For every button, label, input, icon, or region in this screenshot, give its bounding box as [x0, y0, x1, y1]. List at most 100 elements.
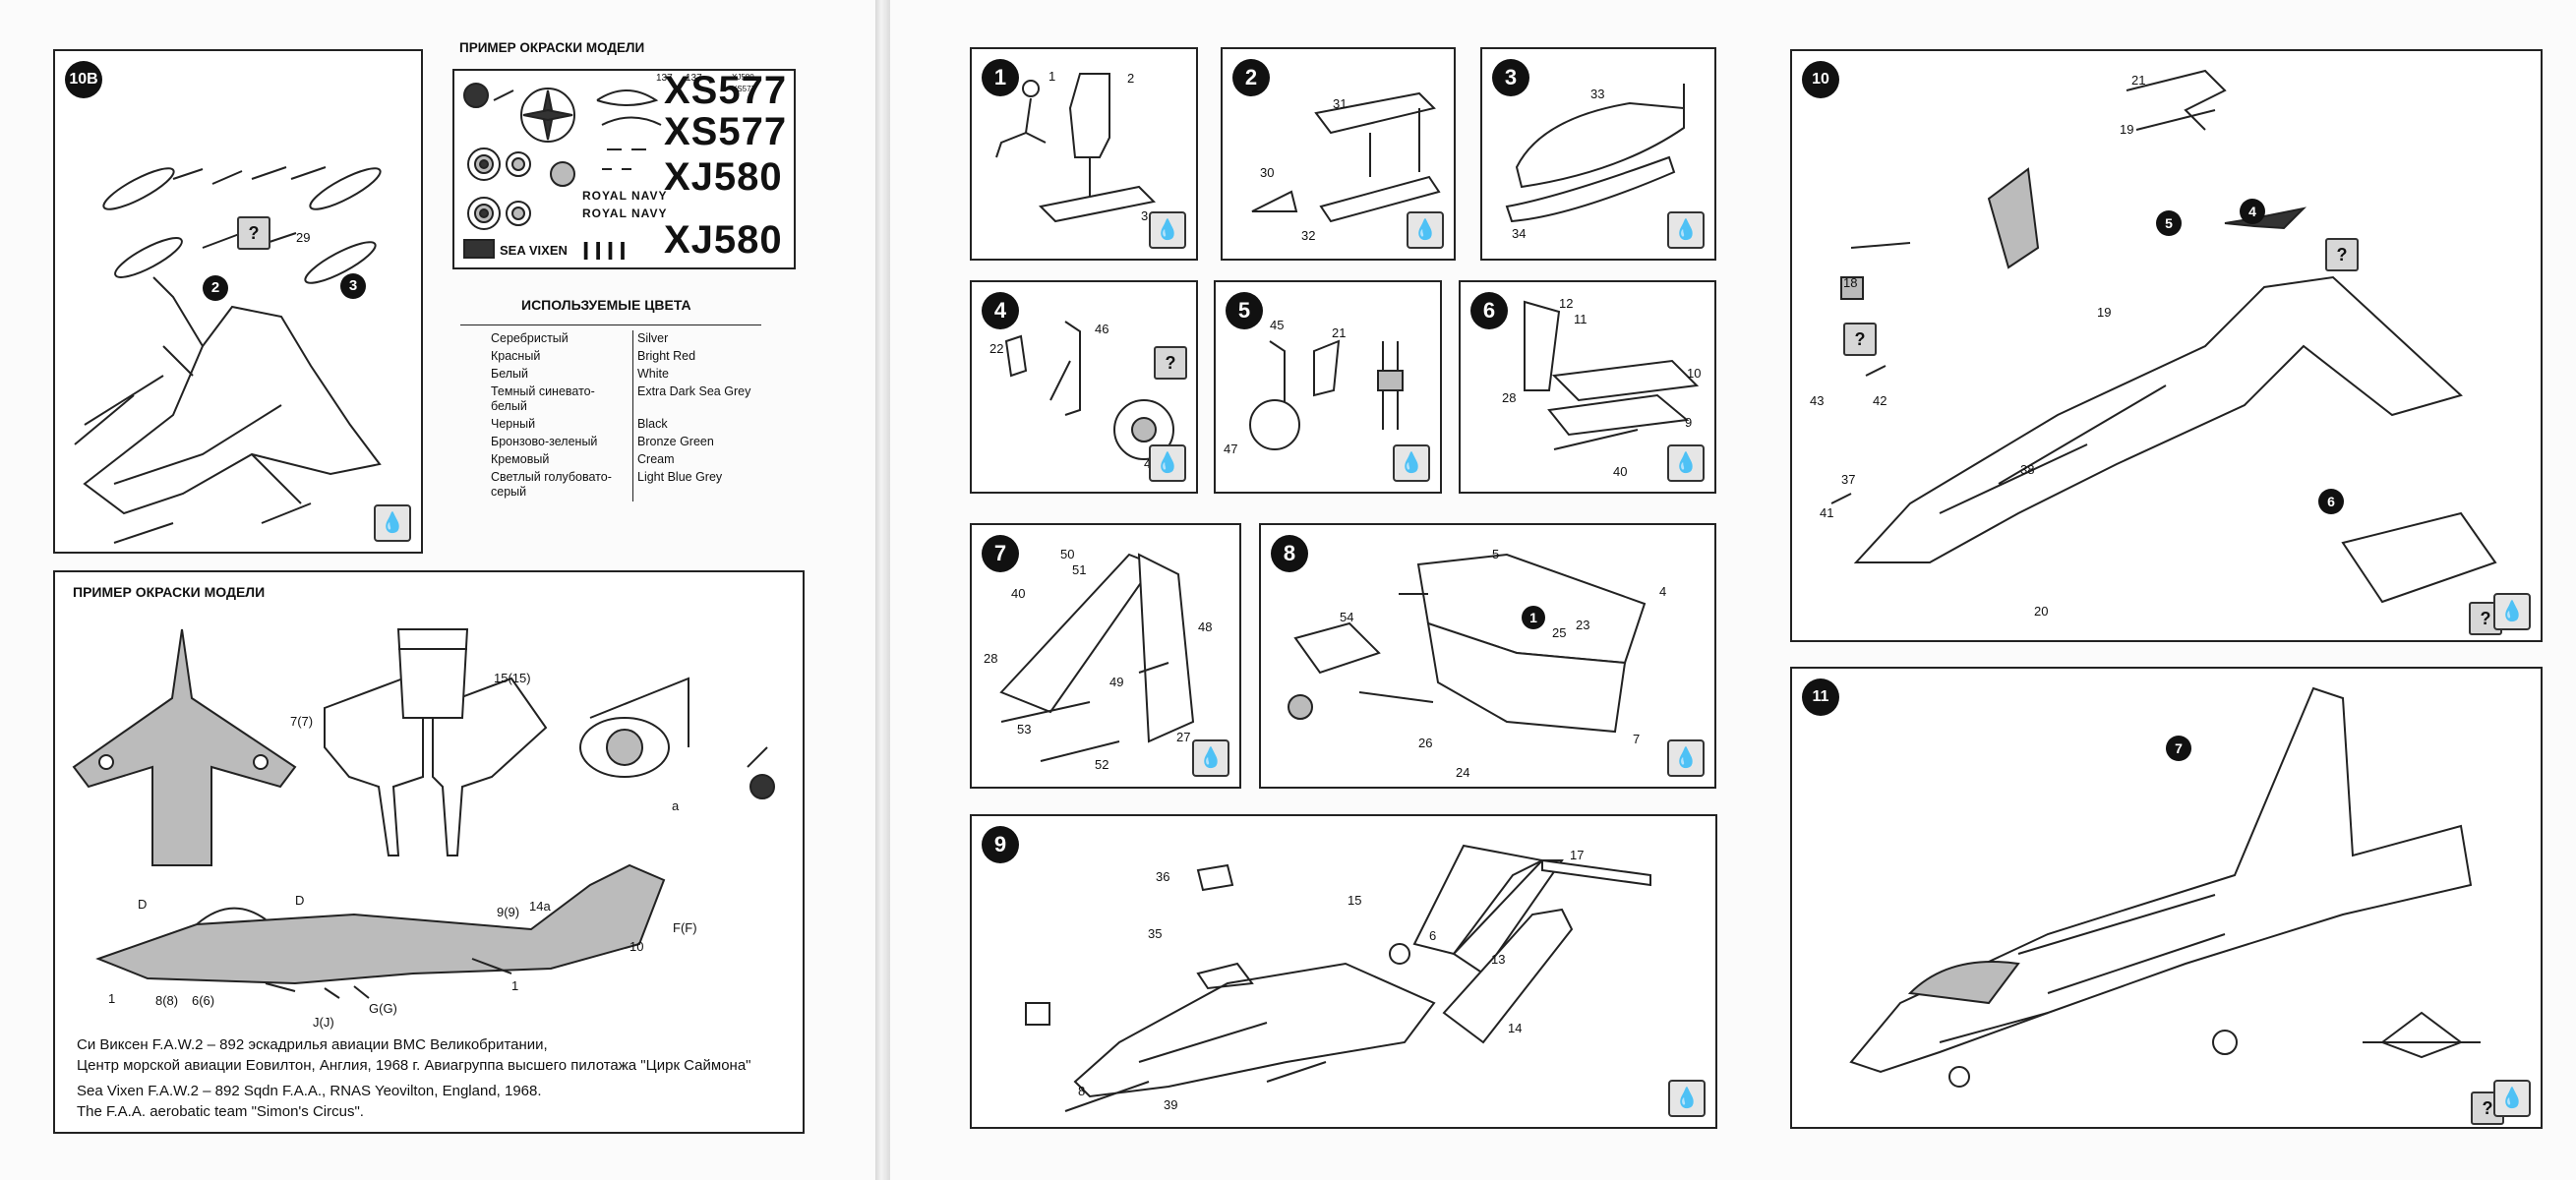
- step-10-panel: 10 21 19 5 4 18 19 43 42 37 38 41 6 20 ?…: [1790, 49, 2543, 642]
- step-5-panel: 5 45 21 47 💧: [1214, 280, 1442, 494]
- part-number: 4: [1659, 584, 1667, 599]
- callout: F(F): [673, 920, 697, 935]
- callout: D: [295, 893, 305, 908]
- step-11-panel: 11 7 ? 💧: [1790, 667, 2543, 1129]
- part-number: 21: [1332, 325, 1347, 340]
- part-number: 38: [2020, 462, 2035, 477]
- fuselage-halves-drawing: [1288, 553, 1647, 734]
- step-10b-drawing: [74, 166, 382, 544]
- question-mark-icon: ?: [237, 216, 270, 250]
- decal-bars: I I I I: [582, 236, 627, 266]
- decal-registration: XJ580: [664, 155, 783, 199]
- step-10b-panel: 10В ? 29 2 3 💧: [53, 49, 423, 554]
- paint-drop-icon: 💧: [1667, 444, 1705, 482]
- step-9-panel: 9 36 17 15 35 6 13 14 8 39 💧: [970, 814, 1717, 1129]
- part-number: 11: [1574, 312, 1588, 326]
- paint-drop-icon: 💧: [2493, 1080, 2531, 1117]
- decal-sheet-title: ПРИМЕР ОКРАСКИ МОДЕЛИ: [459, 40, 645, 55]
- part-number: 13: [1491, 952, 1506, 967]
- step-8-panel: 8 5 4 54 1 25 23 26 7 24 💧: [1259, 523, 1716, 789]
- paint-drop-icon: 💧: [1393, 444, 1430, 482]
- part-number: 49: [1109, 675, 1124, 689]
- part-number: 45: [1270, 318, 1285, 332]
- painting-scheme-title: ПРИМЕР ОКРАСКИ МОДЕЛИ: [73, 584, 266, 600]
- part-number: 43: [1810, 393, 1825, 408]
- decal-code: 137: [686, 73, 702, 84]
- decal-royal-navy: ROYAL NAVY: [582, 206, 668, 220]
- part-number: 52: [1095, 757, 1109, 772]
- step-number-balloon: 3: [1492, 59, 1529, 96]
- part-number: 5: [1492, 547, 1500, 561]
- part-number: 46: [1095, 322, 1109, 336]
- callout: G(G): [369, 1001, 397, 1016]
- part-number: 33: [1590, 87, 1605, 101]
- completed-model-drawing: [1849, 686, 2481, 1088]
- tailplane-drawing: [1524, 300, 1700, 450]
- caption-en-line-1: Sea Vixen F.A.W.2 – 892 Sqdn F.A.A., RNA…: [77, 1083, 542, 1099]
- wing-drawing: [999, 553, 1195, 762]
- part-number: 41: [1820, 505, 1834, 520]
- step-number-balloon: 7: [982, 535, 1019, 572]
- decal-code: XS577: [732, 85, 756, 93]
- part-number: 15: [1348, 893, 1362, 908]
- callout: D: [138, 897, 148, 912]
- decal-registration: XJ580: [664, 218, 783, 262]
- part-number: 50: [1060, 547, 1075, 561]
- booms-and-nose-drawing: [1025, 844, 1651, 1112]
- paint-drop-icon: 💧: [1667, 211, 1705, 249]
- final-assembly-drawing: [1830, 69, 2497, 604]
- part-number: 21: [2131, 73, 2146, 88]
- step-reference-balloon: 5: [2156, 210, 2182, 236]
- part-number: 34: [1512, 226, 1527, 241]
- roundels-and-emblems: [463, 83, 662, 259]
- step-number-balloon: 8: [1271, 535, 1308, 572]
- part-number: 35: [1148, 926, 1163, 941]
- step-2-panel: 2 31 30 32 💧: [1221, 47, 1456, 261]
- part-number: 18: [1843, 275, 1858, 290]
- part-number: 12: [1559, 296, 1574, 311]
- missile-rack: [172, 166, 327, 249]
- decal-registration: XS577: [664, 69, 788, 112]
- part-number: 1: [1048, 69, 1056, 84]
- part-number: 54: [1340, 610, 1354, 624]
- decal-code: 137: [656, 73, 673, 84]
- seat-assembly-drawing: [995, 73, 1157, 223]
- decal-code: XJ580: [732, 73, 754, 82]
- part-number: 14: [1508, 1021, 1523, 1035]
- callout: 10: [629, 939, 644, 954]
- part-number: 30: [1260, 165, 1275, 180]
- callout: 9(9): [497, 905, 520, 919]
- part-number: 6: [1429, 928, 1437, 943]
- part-number: 9: [1685, 415, 1693, 430]
- painting-scheme-drawing: [72, 628, 775, 999]
- paint-drop-icon: 💧: [1149, 211, 1186, 249]
- caption-ru-line-2: Центр морской авиации Еовилтон, Англия, …: [77, 1057, 751, 1074]
- part-number: 23: [1576, 618, 1590, 632]
- part-number: 22: [989, 341, 1004, 356]
- caption-ru-line-1: Си Виксен F.A.W.2 – 892 эскадрилья авиац…: [77, 1036, 548, 1053]
- part-number: 10: [1687, 366, 1702, 381]
- part-number: 36: [1156, 869, 1170, 884]
- callout: a: [672, 798, 680, 813]
- step-number-balloon: 4: [982, 292, 1019, 329]
- decal-registration: XS577: [664, 110, 788, 153]
- step-4-panel: 4 46 22 47 ? 💧: [970, 280, 1198, 494]
- part-number: 40: [1011, 586, 1026, 601]
- part-number: 7: [1633, 732, 1641, 746]
- step-number-balloon: 5: [1226, 292, 1263, 329]
- canopy-drawing: [1505, 84, 1685, 223]
- part-number: 53: [1017, 722, 1032, 737]
- step-7-panel: 7 50 51 40 48 28 49 53 27 52 💧: [970, 523, 1241, 789]
- callout: 8(8): [155, 993, 179, 1008]
- callout: J(J): [313, 1015, 334, 1030]
- step-number-balloon: 9: [982, 826, 1019, 863]
- part-number: 51: [1072, 562, 1087, 577]
- intake-parts-drawing: [1251, 91, 1441, 223]
- step-3-panel: 3 33 34 💧: [1480, 47, 1716, 261]
- step-reference-balloon: 1: [1522, 606, 1545, 629]
- part-number: 25: [1552, 625, 1567, 640]
